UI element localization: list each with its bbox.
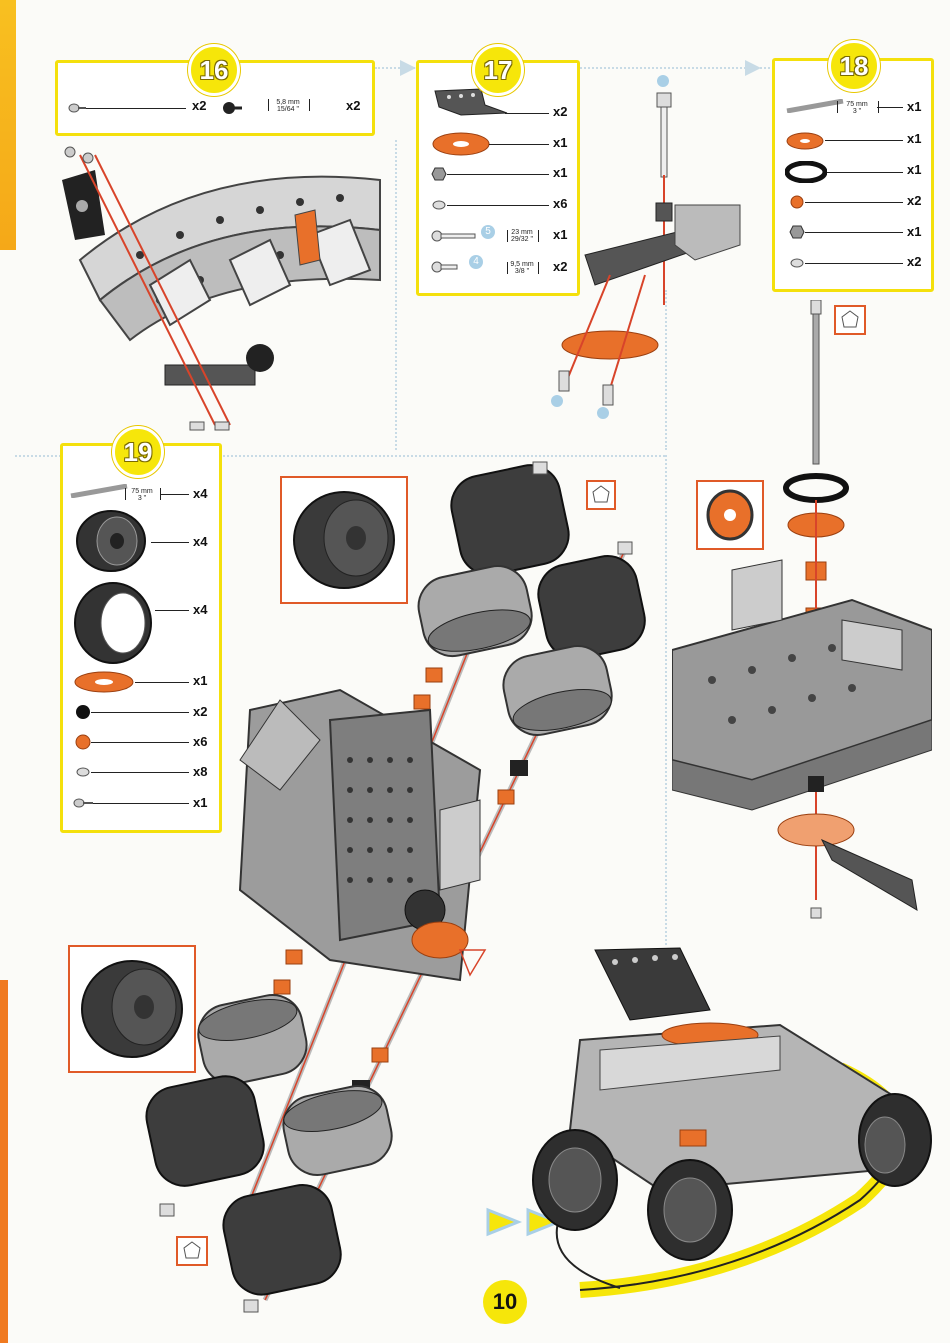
step-18-parts-box: 75 mm 3 " x1 x1 x1 x2 x1 x2 (772, 58, 934, 292)
short-screw-icon (431, 259, 461, 275)
orange-pulley-icon (431, 131, 491, 157)
part-qty: x1 (907, 131, 921, 146)
dimension-label: 5,8 mm (268, 99, 308, 106)
washer-icon (431, 199, 447, 211)
flow-guide (580, 67, 770, 69)
orange-pulley-icon (785, 131, 825, 151)
bolt-icon (222, 100, 242, 116)
rubber-ring-icon (785, 161, 827, 183)
part-qty: x2 (346, 98, 360, 113)
screw-icon (68, 101, 86, 115)
step-16-assembly-illustration (40, 140, 395, 440)
nut-icon (431, 167, 447, 181)
part-qty: x1 (907, 162, 921, 177)
dimension-sub: 29/32 " (505, 236, 539, 243)
part-row: 5,8 mm 15/64 " x2 (218, 95, 368, 121)
page-number: 10 (483, 1280, 527, 1324)
dimension-label: 23 mm (505, 229, 539, 236)
dimension-sub: 3 " (837, 108, 877, 115)
dimension-sub: 15/64 " (268, 106, 308, 113)
step-17-badge: 17 (472, 44, 524, 96)
callout-4: 4 (469, 255, 483, 269)
orange-collar-icon (789, 195, 805, 209)
part-qty: x2 (192, 98, 206, 113)
part-qty: x1 (907, 224, 921, 239)
dimension-label: 9,5 mm (505, 261, 539, 268)
washer-icon (789, 257, 805, 269)
page-edge-tab (0, 0, 16, 250)
flow-guide (665, 455, 667, 945)
flow-arrow-icon (745, 60, 765, 76)
wheel-hub-icon (71, 508, 151, 574)
part-qty: x1 (907, 99, 921, 114)
orange-pulley-icon (73, 670, 135, 694)
step-18-badge: 18 (828, 40, 880, 92)
dimension-label: 75 mm (837, 101, 877, 108)
step-16-badge: 16 (188, 44, 240, 96)
nut-icon (789, 225, 805, 239)
screw-icon (431, 228, 477, 244)
finished-vehicle-illustration (480, 940, 940, 1330)
callout-5: 5 (481, 225, 495, 239)
page-edge-tab-orange (0, 980, 8, 1343)
orange-collar-icon (75, 734, 91, 750)
dimension-sub: 3/8 " (505, 268, 539, 275)
step-18-assembly-illustration (672, 300, 932, 920)
washer-icon (75, 766, 91, 778)
part-qty: x2 (907, 254, 921, 269)
part-qty: x2 (907, 193, 921, 208)
screw-icon (73, 796, 93, 810)
axle-rod-icon (69, 484, 129, 498)
flow-guide (395, 140, 397, 450)
black-collar-icon (75, 704, 91, 720)
axle-rod-icon (785, 99, 845, 113)
